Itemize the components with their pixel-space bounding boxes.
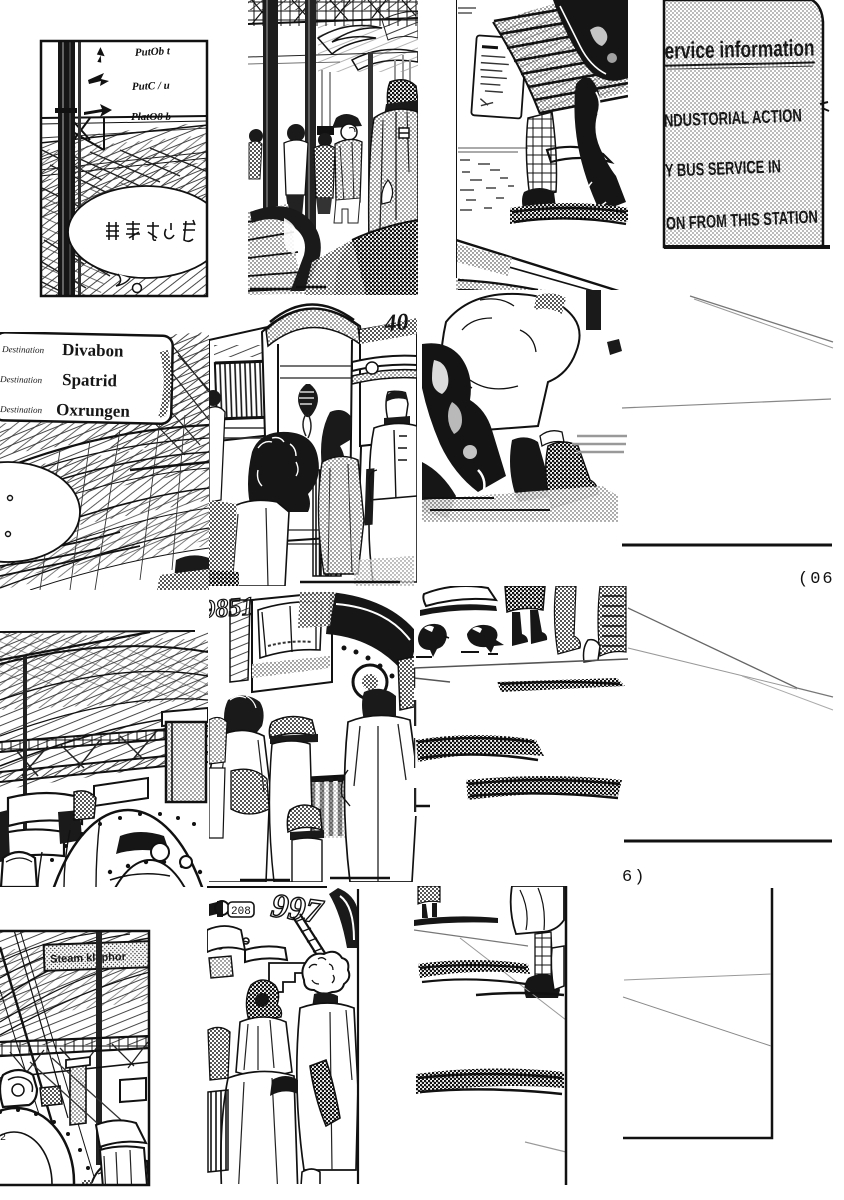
svg-text:Destination: Destination [1, 344, 45, 355]
svg-text:40: 40 [383, 309, 410, 337]
svg-text:6): 6) [622, 868, 646, 887]
svg-text:208: 208 [231, 906, 251, 918]
svg-text:Steam klephor: Steam klephor [50, 951, 127, 966]
svg-text:(06: (06 [798, 570, 835, 589]
svg-text:Destination: Destination [0, 404, 43, 415]
svg-text:PutC / u: PutC / u [132, 80, 170, 93]
svg-text:Oxrungen: Oxrungen [56, 400, 131, 421]
svg-text:Spatrid: Spatrid [62, 370, 118, 390]
svg-text:2: 2 [0, 1133, 6, 1144]
svg-text:Divabon: Divabon [62, 340, 124, 361]
svg-text:Y BUS SERVICE IN: Y BUS SERVICE IN [665, 156, 782, 180]
svg-text:PutOb t: PutOb t [135, 45, 172, 59]
svg-text:Destination: Destination [0, 374, 43, 385]
svg-text:ervice information: ervice information [664, 35, 815, 64]
